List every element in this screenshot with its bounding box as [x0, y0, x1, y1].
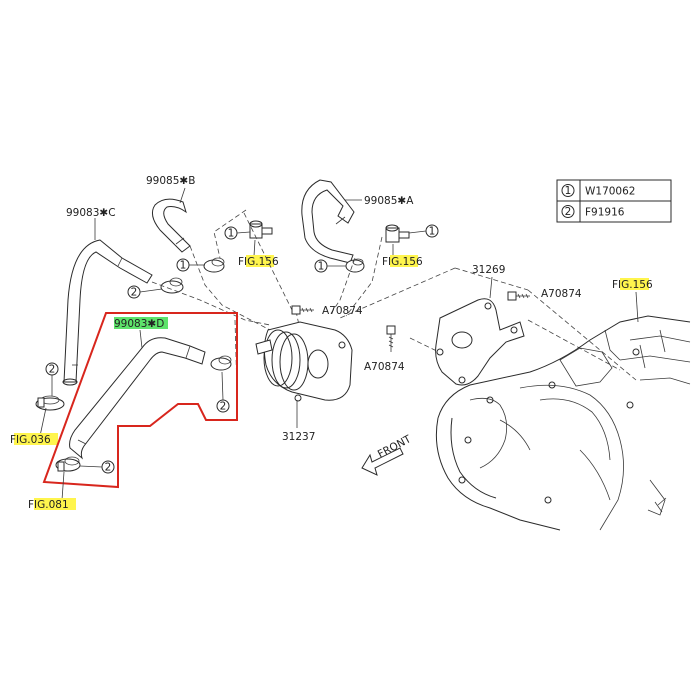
hose-c-label[interactable]: 99083✱C — [66, 207, 116, 219]
svg-text:1: 1 — [565, 185, 572, 197]
callout-2-hose-c-top: 2 — [127, 285, 163, 299]
legend-row-1: 1 W170062 — [561, 184, 635, 198]
clamp-hose-d-top — [210, 355, 232, 371]
dashed-guides — [151, 209, 637, 393]
svg-text:1: 1 — [228, 228, 235, 240]
bracket-leader — [489, 276, 493, 299]
fig036-link[interactable]: FIG.036 — [10, 433, 58, 446]
callout-1-hose-a: 1 — [314, 259, 346, 273]
svg-text:FIG.081: FIG.081 — [28, 499, 69, 511]
bracket[interactable] — [435, 298, 525, 386]
fig036-leader — [39, 407, 47, 437]
callout-2-hose-d-bottom: 2 — [79, 460, 115, 474]
clamp-hose-c-top — [160, 277, 184, 294]
bolt-right[interactable] — [507, 291, 530, 301]
svg-text:2: 2 — [220, 401, 227, 413]
hose-b-leader — [179, 187, 186, 204]
svg-text:99083✱D: 99083✱D — [114, 318, 164, 330]
legend-row-2: 2 F91916 — [561, 205, 625, 219]
front-label: FRONT — [376, 433, 414, 461]
svg-text:FIG.156: FIG.156 — [612, 279, 653, 291]
fig156-mid-link[interactable]: FIG.156 — [382, 255, 423, 268]
union-fitting-mid — [385, 224, 410, 243]
oil-cooler[interactable] — [255, 321, 353, 402]
union-fitting-left — [249, 220, 273, 239]
svg-text:2: 2 — [565, 206, 572, 218]
svg-text:1: 1 — [318, 261, 325, 273]
clamp-hose-c — [35, 395, 65, 411]
callout-1-fitting-left: 1 — [224, 226, 251, 240]
clamp-hose-d-bottom — [55, 456, 81, 472]
svg-text:2: 2 — [49, 364, 56, 376]
hose-d-label[interactable]: 99083✱D — [114, 317, 168, 330]
svg-text:FIG.036: FIG.036 — [10, 434, 51, 446]
svg-text:1: 1 — [180, 260, 187, 272]
front-arrow: FRONT — [361, 433, 414, 476]
legend-table: 1 W170062 2 F91916 — [556, 179, 672, 223]
bolt-right-label[interactable]: A70874 — [541, 288, 582, 300]
hose-b[interactable] — [151, 198, 191, 253]
fig156-right-leader — [635, 291, 639, 323]
svg-text:FIG.156: FIG.156 — [238, 256, 279, 268]
callout-1-fitting-mid: 1 — [408, 224, 439, 238]
svg-text:2: 2 — [131, 287, 138, 299]
callout-2-hose-d-top: 2 — [216, 371, 230, 413]
bolt-center-label[interactable]: A70874 — [322, 305, 363, 317]
fig156-left-leader — [253, 239, 256, 257]
clamp-hose-b — [203, 257, 225, 273]
fig081-leader — [61, 471, 65, 501]
selection-outline — [42, 312, 238, 489]
bolt-left-label[interactable]: A70874 — [364, 361, 405, 373]
hose-a-label[interactable]: 99085✱A — [364, 195, 414, 207]
fig081-link[interactable]: FIG.081 — [28, 498, 76, 511]
fig156-left-link[interactable]: FIG.156 — [238, 255, 279, 268]
bolt-left[interactable] — [386, 325, 396, 352]
svg-text:FIG.156: FIG.156 — [382, 256, 423, 268]
hose-c[interactable] — [62, 239, 153, 386]
hose-d[interactable] — [69, 337, 206, 460]
hose-d-leader — [139, 329, 143, 349]
callout-2-hose-c: 2 — [45, 362, 59, 396]
svg-text:W170062: W170062 — [585, 186, 635, 198]
fig156-right-link[interactable]: FIG.156 — [612, 278, 653, 291]
oil-cooler-label[interactable]: 31237 — [282, 431, 315, 443]
svg-text:F91916: F91916 — [585, 207, 625, 219]
hose-a[interactable] — [301, 179, 355, 264]
svg-text:2: 2 — [105, 462, 112, 474]
bolt-center[interactable] — [291, 305, 314, 315]
svg-text:1: 1 — [429, 226, 436, 238]
callout-1-hose-b: 1 — [176, 258, 205, 272]
transmission-case — [435, 315, 691, 531]
hose-b-label[interactable]: 99085✱B — [146, 175, 195, 187]
bracket-label[interactable]: 31269 — [472, 264, 505, 276]
